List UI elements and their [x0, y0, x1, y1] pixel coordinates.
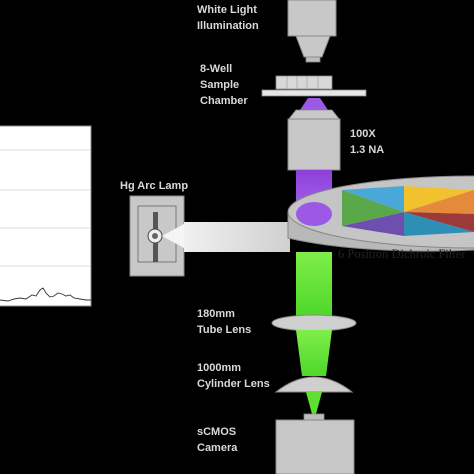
tube-lens	[271, 314, 357, 332]
filter-segment	[342, 186, 404, 212]
white-light-source	[287, 0, 337, 63]
camera-label-2: Camera	[197, 442, 238, 454]
objective-label-2: 1.3 NA	[350, 144, 384, 156]
sample-label-1: 8-Well	[200, 63, 232, 75]
sample-chamber	[261, 75, 367, 97]
filter-segment	[404, 190, 474, 214]
inset-spectrum-plot	[0, 125, 92, 307]
white-light-label-1: White Light	[197, 4, 257, 16]
lamp-beam	[184, 222, 290, 252]
emission-beam-middle	[296, 330, 332, 376]
filter-segment	[342, 212, 404, 236]
filter-segment	[404, 212, 474, 236]
excitation-cone	[300, 98, 328, 110]
tube-lens-label-2: Tube Lens	[197, 324, 251, 336]
scmos-camera	[275, 413, 355, 474]
tube-lens-label-1: 180mm	[197, 308, 235, 320]
camera-label-1: sCMOS	[197, 426, 236, 438]
lamp-cone	[162, 224, 184, 248]
emission-beam-focus	[306, 392, 322, 414]
objective-lens	[287, 109, 341, 171]
cyl-lens-label-1: 1000mm	[197, 362, 241, 374]
plot-trace	[0, 287, 91, 302]
filter-wheel-label: 6 Position Dichroic Filter	[338, 247, 466, 261]
filter-segment	[404, 186, 474, 212]
lamp-label: Hg Arc Lamp	[120, 180, 188, 192]
dichroic-filter-wheel	[287, 175, 474, 252]
sample-label-3: Chamber	[200, 95, 248, 107]
sample-label-2: Sample	[200, 79, 239, 91]
cylinder-lens	[274, 376, 354, 393]
cyl-lens-label-2: Cylinder Lens	[197, 378, 270, 390]
filter-segment	[342, 190, 404, 226]
objective-label-1: 100X	[350, 128, 376, 140]
filter-in-path	[296, 202, 332, 226]
emission-beam-upper	[296, 252, 332, 316]
white-light-label-2: Illumination	[197, 20, 259, 32]
